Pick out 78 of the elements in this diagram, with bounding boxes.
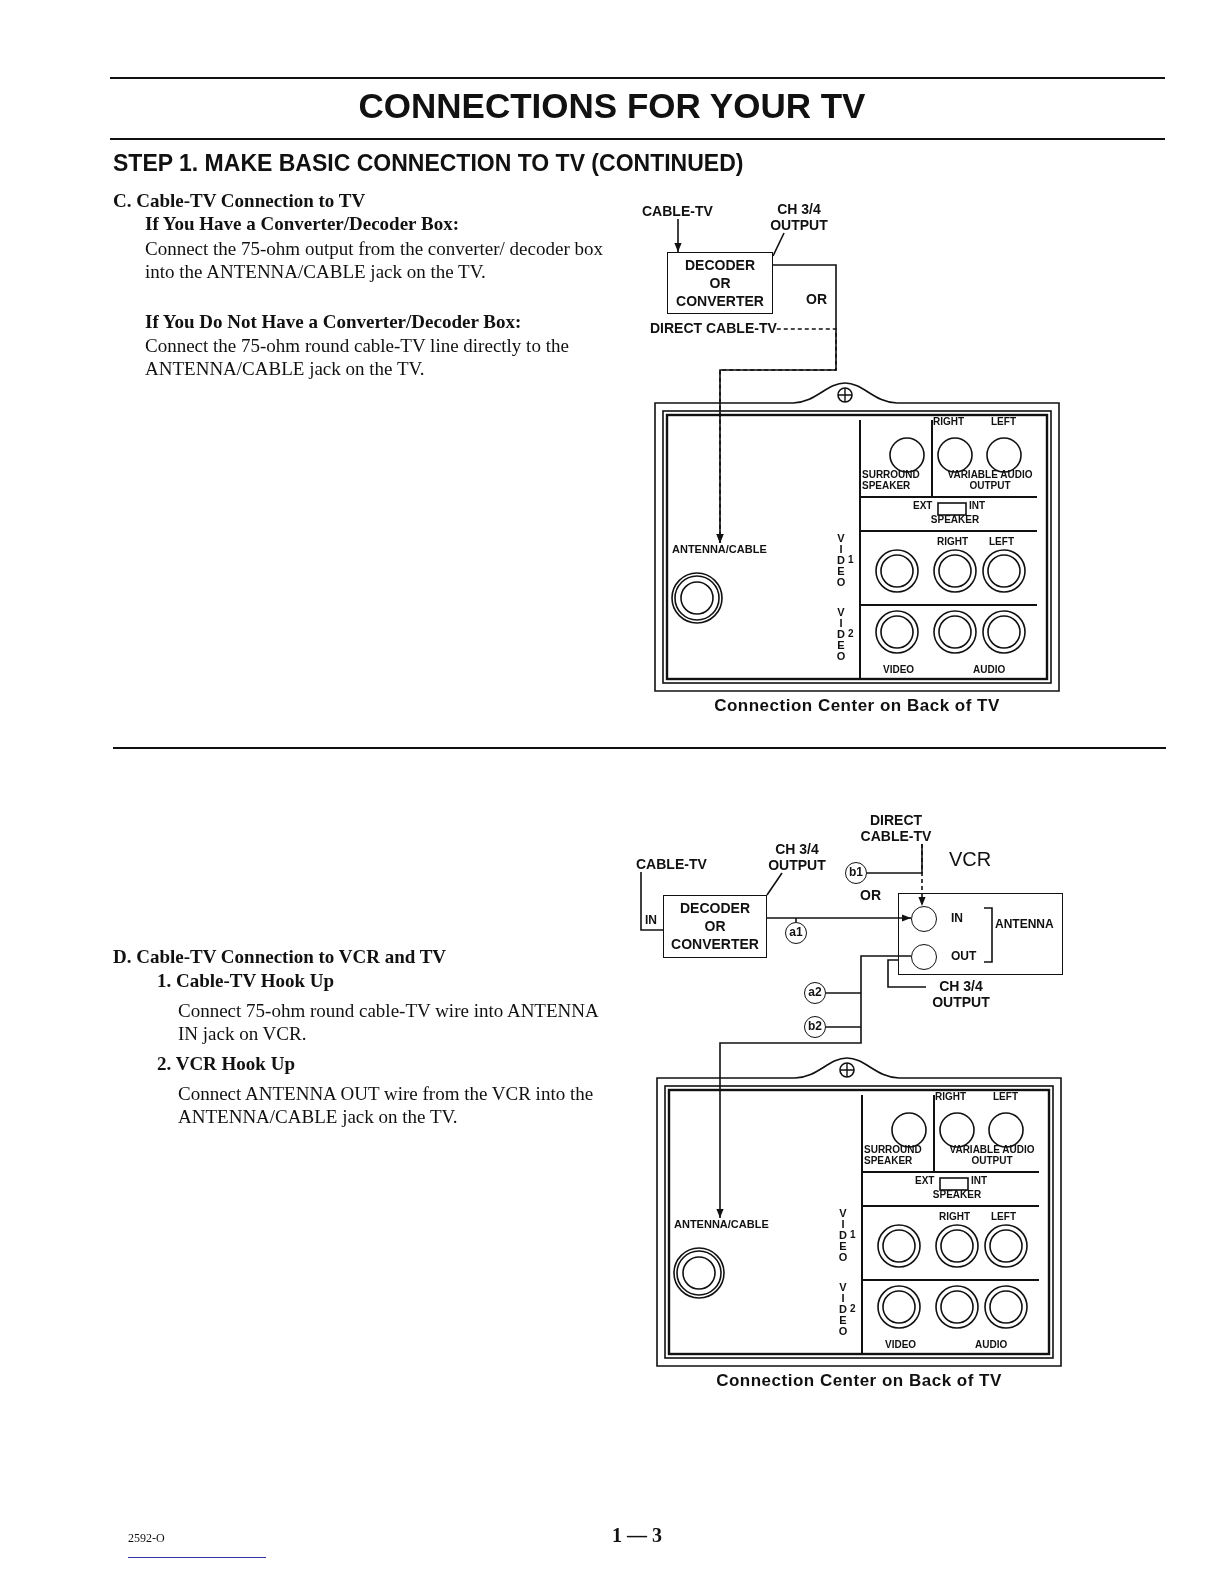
body-text: Connect the 75-ohm output from the converter/ decoder box into the ANTENNA/CABLE jack on the TV. <box>145 237 604 283</box>
decoder-box: DECODER OR CONVERTER <box>663 895 767 958</box>
jack-label: EXT <box>915 1175 935 1186</box>
jack-label: LEFT <box>993 1091 1018 1102</box>
jack-label: EXT <box>913 500 933 511</box>
jack-label: RIGHT <box>935 1091 967 1102</box>
output-label: CH 3/4 OUTPUT <box>762 841 832 873</box>
output-label: CH 3/4 OUTPUT <box>926 978 996 1010</box>
arrow <box>766 914 912 922</box>
jack-label: INT <box>971 1175 988 1186</box>
vertical-label: VIDEO <box>835 532 846 587</box>
jack-label: AUDIO <box>973 664 1006 675</box>
page-title: CONNECTIONS FOR YOUR TV <box>357 86 867 126</box>
leader-line <box>766 872 783 896</box>
decoder-box: DECODER OR CONVERTER <box>667 252 773 314</box>
arrow <box>674 218 682 253</box>
leader-line <box>825 1026 862 1028</box>
body-text: Connect 75-ohm round cable-TV wire into ANTENNA IN jack on VCR. <box>178 999 598 1045</box>
jack-label: VARIABLE AUDIO OUTPUT <box>948 1144 1036 1166</box>
jack-label: SPEAKER <box>929 514 981 525</box>
connection-panel <box>655 380 1059 692</box>
jack-label: VIDEO <box>883 664 915 675</box>
jack-label: RIGHT <box>937 536 969 547</box>
vertical-label: VIDEO <box>837 1281 848 1336</box>
jack-label: VIDEO <box>885 1339 917 1350</box>
diagram-label: OR <box>806 291 827 307</box>
subsection-heading: 1. Cable-TV Hook Up <box>157 970 334 992</box>
diagram-label: OR <box>860 887 881 903</box>
vertical-label: VIDEO <box>835 606 846 661</box>
jack-label: 1 <box>848 554 854 565</box>
jack-label: 2 <box>850 1303 856 1314</box>
body-text: Connect the 75-ohm round cable-TV line directly to the ANTENNA/CABLE jack on the TV. <box>145 334 570 380</box>
leader-line <box>795 917 797 923</box>
page-number: 1 — 3 <box>612 1524 662 1547</box>
leader-line <box>825 992 862 994</box>
jack-label: SURROUND SPEAKER <box>864 1144 923 1166</box>
port-label: ANTENNA <box>995 917 1054 931</box>
section-heading: STEP 1. MAKE BASIC CONNECTION TO TV (CONTINUED) <box>113 150 744 177</box>
subsection-heading: C. Cable-TV Connection to TV <box>113 190 366 212</box>
device-heading: VCR <box>949 848 992 871</box>
jack-label: VARIABLE AUDIO OUTPUT <box>946 469 1034 491</box>
connection-panel <box>657 1055 1061 1367</box>
subsection-heading: D. Cable-TV Connection to VCR and TV <box>113 946 447 968</box>
jack-label: LEFT <box>989 536 1014 547</box>
document-code: 2592-O <box>128 1531 165 1546</box>
figure-caption: Connection Center on Back of TV <box>713 696 1001 716</box>
port-label: IN <box>645 913 657 927</box>
jack-label: 2 <box>848 628 854 639</box>
signal-label: CABLE-TV <box>642 203 713 219</box>
jack-label: SURROUND SPEAKER <box>862 469 921 491</box>
signal-label: DIRECT CABLE-TV <box>856 812 936 844</box>
jack-label: AUDIO <box>975 1339 1008 1350</box>
jack-label: ANTENNA/CABLE <box>672 543 767 555</box>
signal-label: DIRECT CABLE-TV <box>650 320 777 336</box>
leader-line <box>866 843 923 874</box>
leader-line <box>772 232 785 257</box>
port-label: IN <box>951 911 963 925</box>
jack-label: 1 <box>850 1229 856 1240</box>
arrow <box>716 328 837 544</box>
arrow <box>716 955 912 1219</box>
subsection-heading: If You Do Not Have a Converter/Decoder Box: <box>145 311 522 333</box>
jack-label: RIGHT <box>933 416 965 427</box>
subsection-heading: If You Have a Converter/Decoder Box: <box>145 213 459 235</box>
subsection-heading: 2. VCR Hook Up <box>157 1053 295 1075</box>
figure-caption: Connection Center on Back of TV <box>715 1371 1003 1391</box>
jack-label: SPEAKER <box>931 1189 983 1200</box>
jack-label: RIGHT <box>939 1211 971 1222</box>
body-text: Connect ANTENNA OUT wire from the VCR into the ANTENNA/CABLE jack on the TV. <box>178 1082 595 1128</box>
output-label: CH 3/4 OUTPUT <box>764 201 834 233</box>
port-label: OUT <box>951 949 977 963</box>
jack-label: LEFT <box>991 416 1016 427</box>
cable-line <box>640 871 664 931</box>
signal-label: CABLE-TV <box>636 856 707 872</box>
jack-label: LEFT <box>991 1211 1016 1222</box>
jack-label: ANTENNA/CABLE <box>674 1218 769 1230</box>
vertical-label: VIDEO <box>837 1207 848 1262</box>
jack-label: INT <box>969 500 986 511</box>
leader-line <box>887 959 927 988</box>
